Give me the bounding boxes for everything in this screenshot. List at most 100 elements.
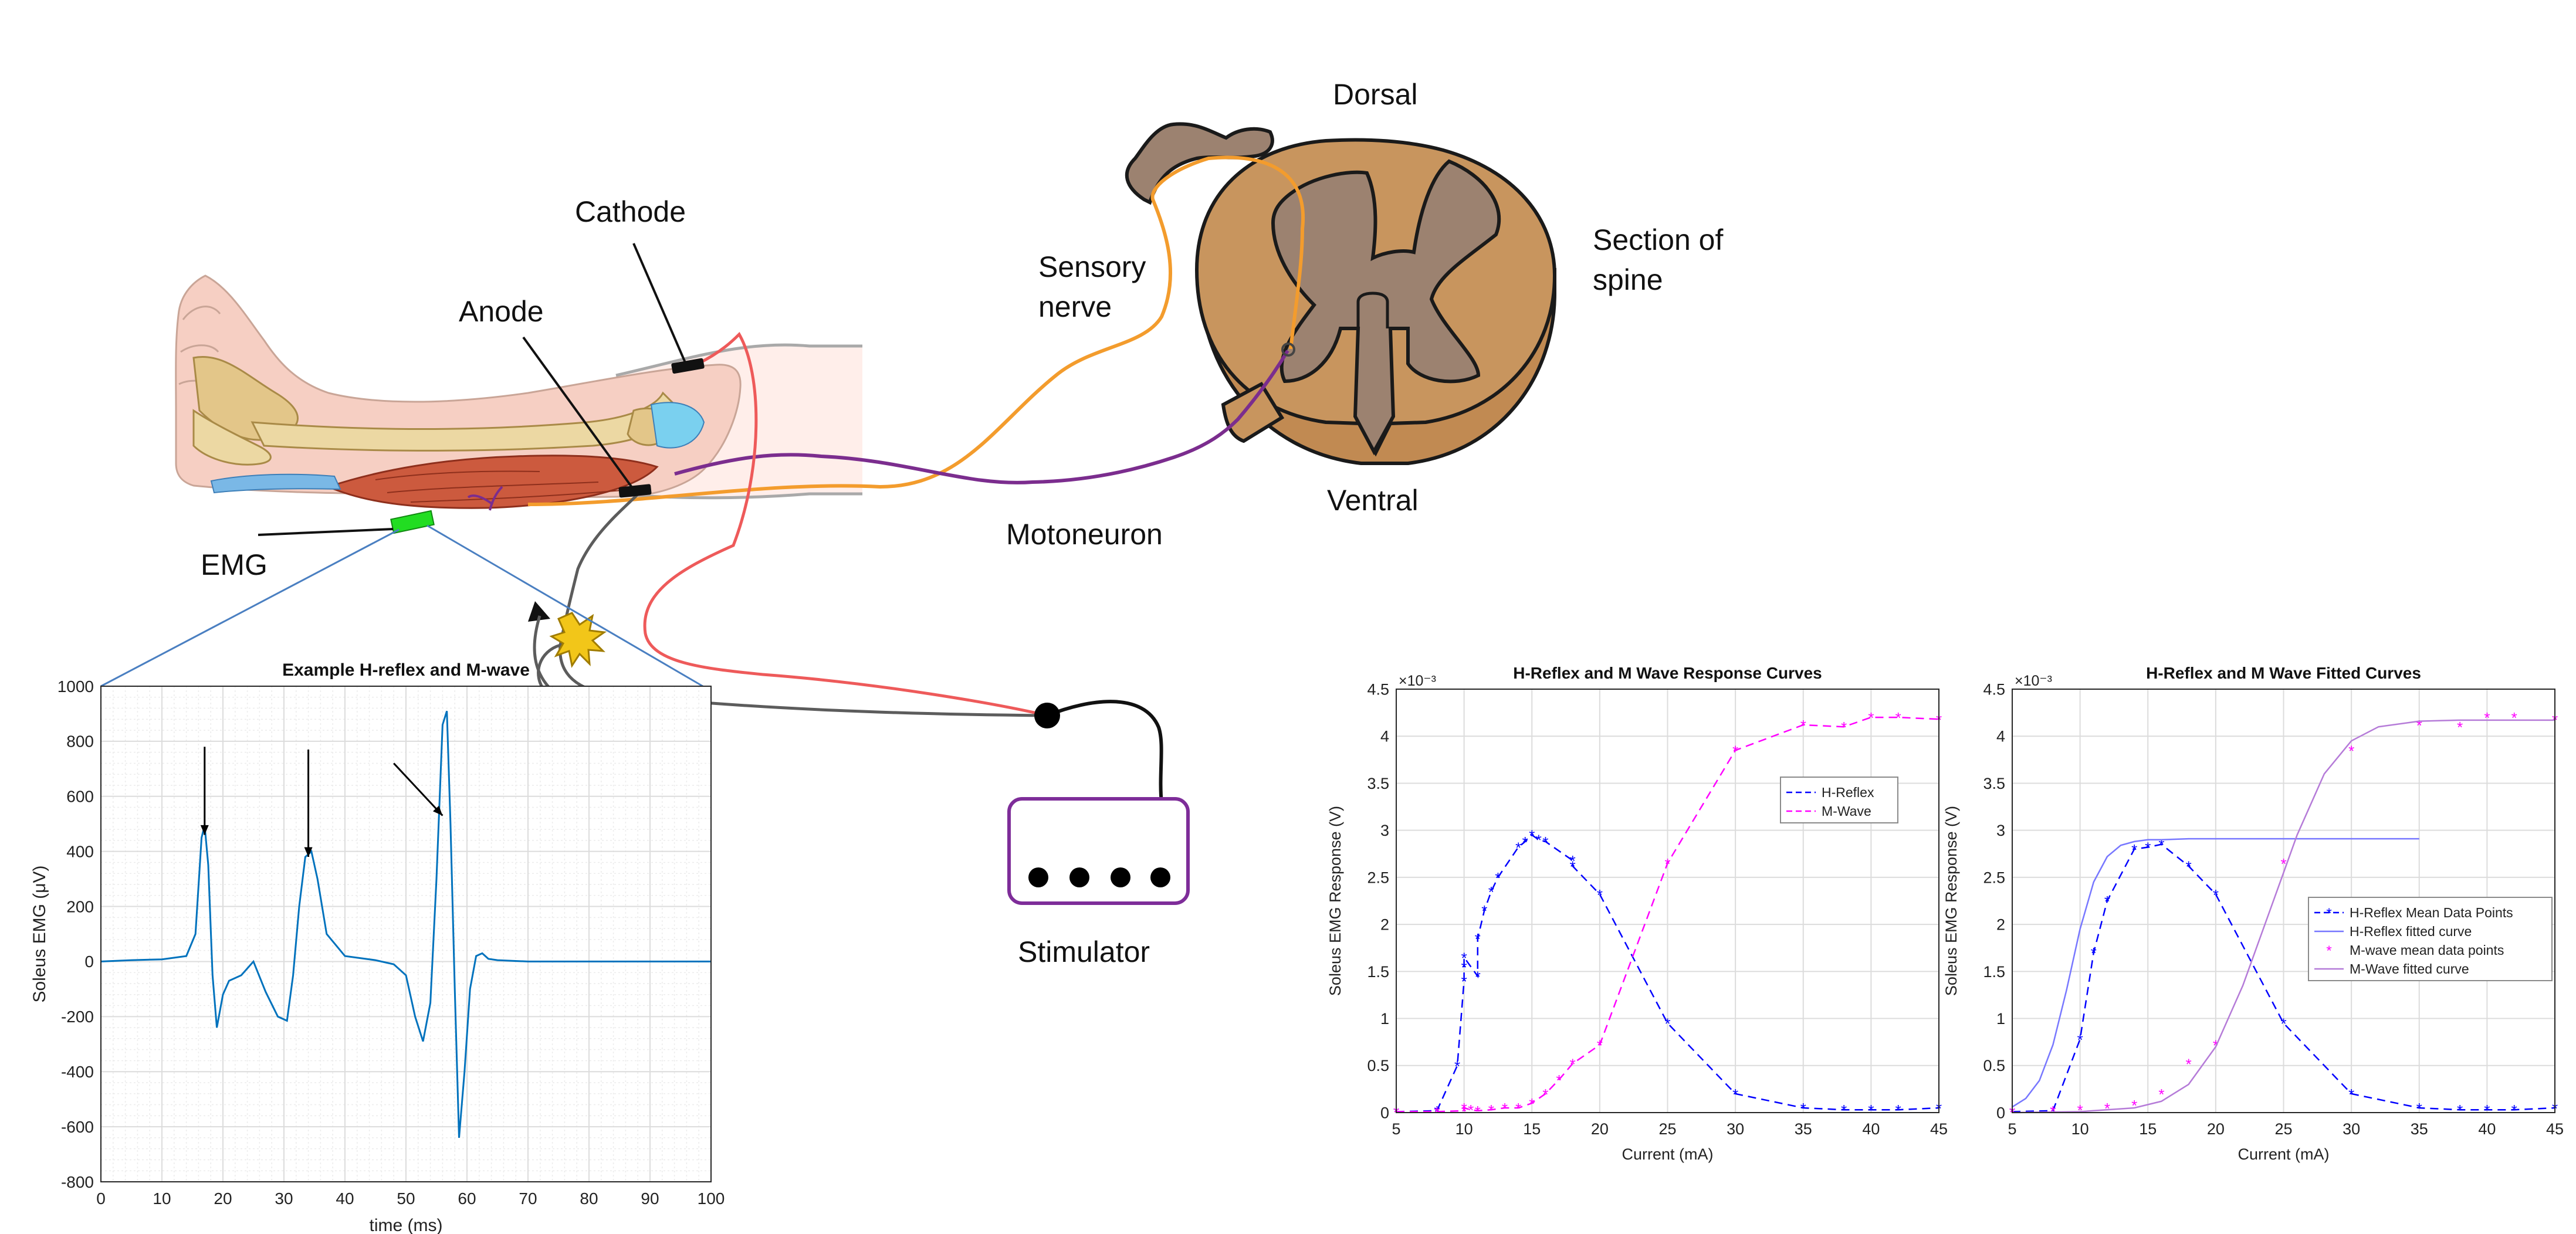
data-point: * — [2348, 1086, 2354, 1103]
data-point: * — [2416, 717, 2422, 734]
data-point: * — [1475, 968, 1481, 985]
series-line — [100, 710, 711, 1138]
y-tick-label: 0 — [84, 952, 94, 971]
data-point: * — [1515, 839, 1521, 857]
data-point: * — [2348, 742, 2354, 760]
spark-icon — [549, 612, 607, 668]
plot-frame — [1396, 689, 1939, 1113]
y-tick-label: 1.5 — [1983, 963, 2005, 981]
legend-label: M-Wave — [1822, 804, 1871, 819]
x-tick-label: 100 — [698, 1189, 725, 1208]
x-axis-label: time (ms) — [370, 1216, 443, 1234]
data-point: * — [1461, 1100, 1467, 1117]
x-tick-label: 35 — [1795, 1120, 1812, 1138]
data-point: * — [1800, 717, 1806, 734]
data-point: * — [1468, 1101, 1474, 1119]
stimulator-device — [1007, 797, 1190, 905]
y-tick-label: 3 — [1996, 822, 2005, 839]
x-tick-label: 15 — [1523, 1120, 1541, 1138]
x-tick-label: 5 — [2008, 1120, 2016, 1138]
y-axis-label: Soleus EMG Response (V) — [1942, 806, 1960, 996]
x-tick-label: 40 — [336, 1189, 354, 1208]
data-point: * — [1542, 833, 1548, 851]
data-point: * — [2145, 839, 2151, 857]
y-tick-label: 400 — [66, 842, 94, 860]
data-point: * — [2158, 836, 2164, 854]
x-tick-label: 10 — [1455, 1120, 1473, 1138]
x-tick-label: 25 — [1658, 1120, 1676, 1138]
data-point: * — [1536, 832, 1542, 849]
label-section-of: Section of — [1593, 223, 1723, 256]
y-tick-label: 3.5 — [1367, 775, 1389, 792]
x-axis-label: Current (mA) — [1622, 1145, 1713, 1163]
motoneuron-nerve — [674, 350, 1289, 484]
x-tick-label: 10 — [153, 1189, 171, 1208]
data-point: * — [2077, 1101, 2083, 1119]
plot-frame — [2012, 689, 2555, 1113]
x-tick-label: 70 — [519, 1189, 537, 1208]
data-point: * — [1481, 902, 1487, 920]
x-tick-label: 50 — [397, 1189, 415, 1208]
label-emg: EMG — [201, 548, 268, 581]
zoom-line-left — [100, 528, 400, 687]
sensory-nerve — [527, 155, 1305, 506]
data-point: * — [2457, 1101, 2463, 1119]
x-tick-label: 15 — [2139, 1120, 2157, 1138]
y-tick-label: 0 — [1996, 1104, 2005, 1121]
chart-title: Example H-reflex and M-wave — [282, 660, 530, 680]
legend-label: M-Wave fitted curve — [2350, 961, 2469, 977]
x-tick-label: 30 — [1727, 1120, 1744, 1138]
arrow-head — [200, 825, 209, 835]
data-point: * — [2131, 841, 2137, 859]
x-tick-label: 10 — [2071, 1120, 2089, 1138]
cathode-electrode — [671, 358, 705, 374]
data-point: * — [1868, 709, 1874, 727]
legend-box — [1780, 777, 1898, 823]
label-ventral: Ventral — [1327, 484, 1419, 517]
y-tick-label: 1.5 — [1367, 963, 1389, 981]
data-point: * — [1454, 1057, 1460, 1075]
data-point: * — [1529, 1095, 1535, 1113]
y-multiplier-label: ×10⁻³ — [1399, 673, 1436, 689]
x-tick-label: 45 — [1930, 1120, 1948, 1138]
stimulator-knob — [1111, 867, 1130, 887]
stimulator-knob — [1069, 867, 1089, 887]
y-tick-label: 200 — [66, 897, 94, 916]
data-point: * — [1895, 1101, 1901, 1119]
data-point: * — [2104, 893, 2110, 910]
y-axis-label: Soleus EMG Response (V) — [1326, 806, 1344, 996]
legend-label: H-Reflex fitted curve — [2350, 924, 2472, 939]
x-tick-label: 40 — [2478, 1120, 2496, 1138]
y-tick-label: 0.5 — [1983, 1057, 2005, 1074]
data-point: * — [1556, 1072, 1562, 1089]
data-point: * — [1529, 827, 1535, 845]
y-tick-label: 0 — [1380, 1104, 1389, 1121]
stimulator-knob — [1150, 867, 1170, 887]
y-tick-label: 2.5 — [1367, 869, 1389, 886]
x-tick-label: 45 — [2546, 1120, 2564, 1138]
y-tick-label: -200 — [61, 1008, 94, 1026]
chart-title: H-Reflex and M Wave Response Curves — [1513, 664, 1822, 682]
data-point: * — [1475, 1103, 1481, 1120]
data-point: * — [1542, 1086, 1548, 1103]
label-sensory: Sensory — [1038, 250, 1146, 283]
x-tick-label: 0 — [96, 1189, 106, 1208]
data-point: * — [2104, 1100, 2110, 1117]
legend-marker: * — [2326, 906, 2331, 921]
series-line — [2012, 838, 2419, 1108]
y-tick-label: 3.5 — [1983, 775, 2005, 792]
label-spine: spine — [1593, 263, 1663, 296]
emg-pointer — [258, 528, 394, 536]
data-point: * — [2484, 709, 2490, 727]
y-tick-label: 2 — [1996, 916, 2005, 934]
data-point: * — [1522, 833, 1528, 851]
y-tick-label: 3 — [1380, 822, 1389, 839]
data-point: * — [1868, 1101, 1874, 1119]
data-point: * — [1664, 1015, 1670, 1033]
y-tick-label: 2.5 — [1983, 869, 2005, 886]
cathode-wire — [643, 331, 1048, 717]
x-tick-label: 60 — [458, 1189, 476, 1208]
